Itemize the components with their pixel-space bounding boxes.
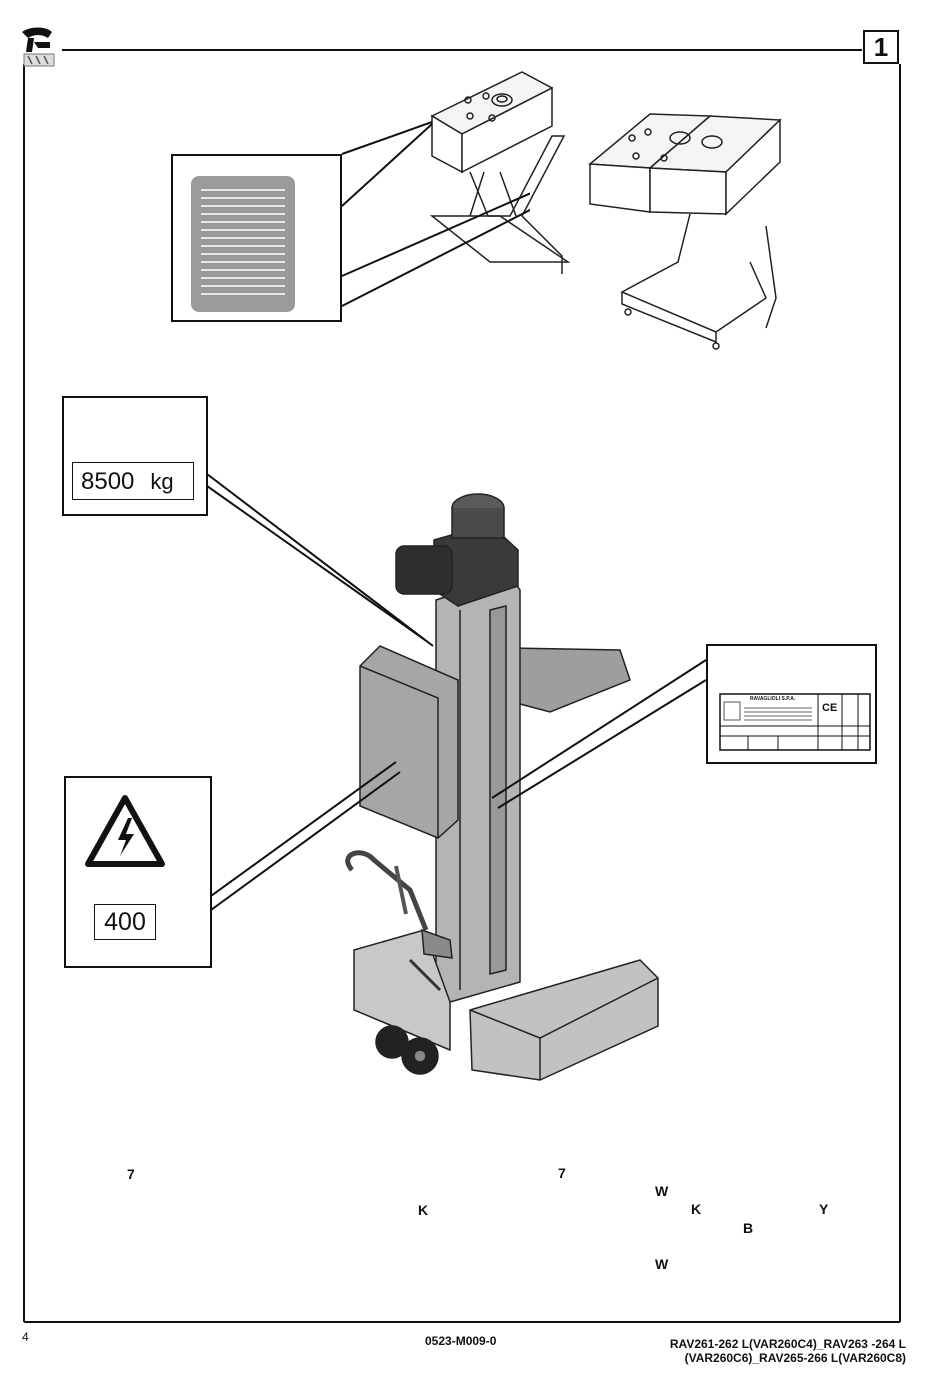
document-code: 0523-M009-0	[425, 1334, 496, 1348]
nameplate-callout: RAVAGLIOLI S.P.A. CE	[706, 644, 877, 764]
capacity-unit: kg	[150, 469, 173, 494]
reference-letter: K	[691, 1201, 701, 1217]
reference-letter: 7	[127, 1166, 135, 1182]
nameplate-brand: RAVAGLIOLI S.P.A.	[750, 696, 795, 702]
nameplate-graphic	[708, 646, 875, 762]
electric-hazard-icon	[84, 794, 166, 868]
reference-letter: W	[655, 1183, 668, 1199]
electric-hazard-callout: 400	[64, 776, 212, 968]
capacity-value: 8500	[81, 468, 134, 495]
reference-letter: B	[743, 1220, 753, 1236]
nameplate-ce-mark: CE	[822, 702, 837, 714]
reference-letter: 7	[558, 1165, 566, 1181]
voltage-label: 400	[94, 904, 156, 940]
reference-letter: W	[655, 1256, 668, 1272]
reference-letter: Y	[819, 1201, 828, 1217]
page-number: 4	[22, 1330, 29, 1344]
model-list-line-1: RAV261-262 L(VAR260C4)_RAV263 -264 L	[600, 1337, 906, 1351]
reference-letter: K	[418, 1202, 428, 1218]
model-list: RAV261-262 L(VAR260C4)_RAV263 -264 L (VA…	[600, 1337, 906, 1365]
model-list-line-2: (VAR260C6)_RAV265-266 L(VAR260C8)	[600, 1351, 906, 1365]
capacity-label: 8500 kg	[72, 462, 194, 500]
capacity-label-callout: 8500 kg	[62, 396, 208, 516]
